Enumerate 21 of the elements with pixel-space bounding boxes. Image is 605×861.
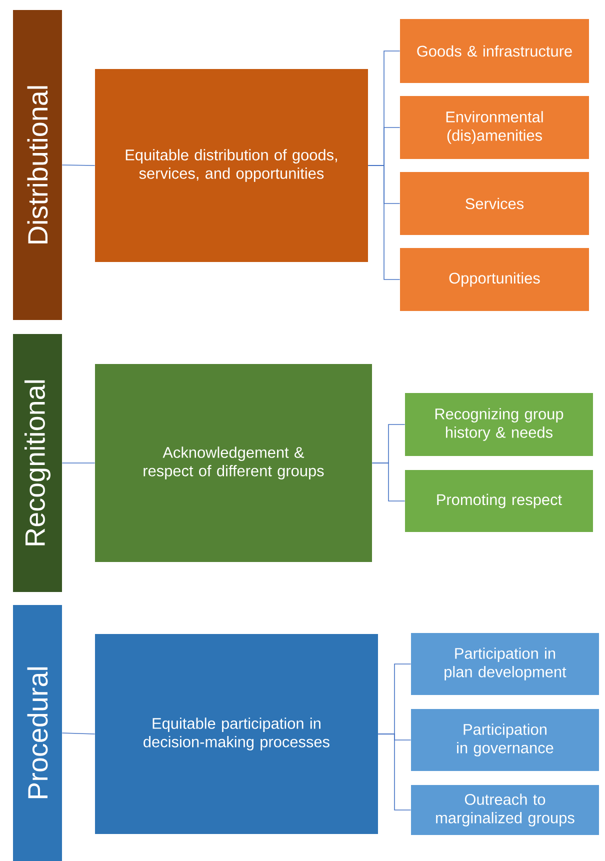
component-box: Recognizing group history & needs: [405, 393, 593, 456]
category-band: Recognitional: [13, 334, 62, 592]
connector-line: [372, 462, 406, 502]
component-box: Outreach to marginalized groups: [411, 785, 599, 835]
connector-line: [368, 165, 400, 280]
connector-line: [62, 164, 96, 166]
component-box: Services: [400, 172, 589, 235]
principle-box: Equitable distribution of goods, services, and opportunities: [95, 69, 368, 262]
component-box: Environmental (dis)amenities: [400, 96, 589, 159]
component-box: Participation in plan development: [411, 633, 599, 695]
category-band: Procedural: [13, 605, 62, 861]
component-box: Opportunities: [400, 248, 589, 311]
connector-line: [62, 732, 96, 734]
principle-box: Acknowledgement & respect of different groups: [95, 364, 372, 562]
component-box: Participation in governance: [411, 709, 599, 771]
principle-box: Equitable participation in decision-making processes: [95, 634, 378, 834]
connector-line: [378, 734, 412, 810]
component-box: Goods & infrastructure: [400, 19, 589, 83]
connector-line: [62, 462, 96, 464]
component-box: Promoting respect: [405, 470, 593, 532]
category-band: Distributional: [13, 10, 62, 320]
